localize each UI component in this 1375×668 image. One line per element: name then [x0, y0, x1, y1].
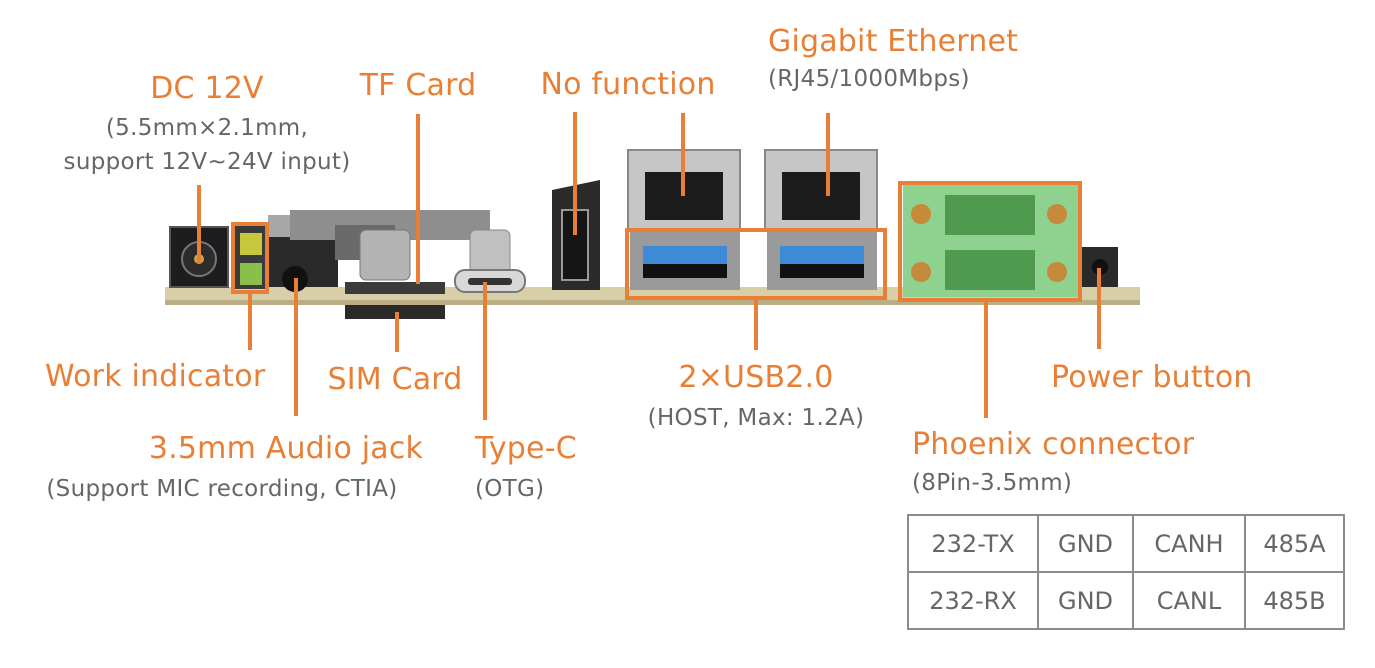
phoenix-terminal [903, 185, 1078, 297]
dc-sub-1: (5.5mm×2.1mm, [105, 115, 309, 141]
pinout-row: 232-RX GND CANL 485B [907, 571, 1345, 630]
audio-title: 3.5mm Audio jack [148, 431, 424, 466]
dc-sub-2: support 12V~24V input) [63, 149, 351, 175]
audio-sub: (Support MIC recording, CTIA) [46, 476, 398, 502]
pin-cell: 232-RX [907, 571, 1039, 630]
power-button-title: Power button [1051, 360, 1253, 395]
indicator-highlight [231, 222, 269, 294]
usb-port-2 [767, 232, 877, 290]
pin-cell: CANH [1132, 514, 1246, 573]
pin-cell: 485A [1244, 514, 1345, 573]
pin-cell: 232-TX [907, 514, 1039, 573]
typec-port [454, 269, 526, 293]
typec-sub: (OTG) [475, 476, 545, 502]
pinout-table: 232-TX GND CANH 485A 232-RX GND CANL 485… [907, 514, 1345, 630]
pinout-row: 232-TX GND CANH 485A [907, 514, 1345, 573]
phoenix-title: Phoenix connector [912, 427, 1195, 462]
pin-cell: 485B [1244, 571, 1345, 630]
dc-title: DC 12V [150, 71, 264, 106]
work-led [233, 225, 267, 289]
phoenix-highlight [898, 181, 1082, 302]
usb-port-1 [630, 232, 740, 290]
typec-title: Type-C [475, 431, 577, 466]
usb-title: 2×USB2.0 [678, 360, 834, 395]
phoenix-sub: (8Pin-3.5mm) [912, 470, 1073, 496]
rj45-port-2 [764, 149, 878, 231]
pin-cell: GND [1037, 571, 1134, 630]
pin-cell: GND [1037, 514, 1134, 573]
pin-cell: CANL [1132, 571, 1246, 630]
sim-card-title: SIM Card [327, 362, 463, 397]
ethernet-title: Gigabit Ethernet [768, 24, 1019, 59]
tf-card-title: TF Card [359, 68, 477, 103]
heatsink [290, 210, 511, 281]
work-indicator-title: Work indicator [45, 359, 266, 394]
no-function-title: No function [540, 67, 716, 102]
usb-sub: (HOST, Max: 1.2A) [647, 405, 865, 431]
ethernet-sub: (RJ45/1000Mbps) [768, 66, 970, 92]
